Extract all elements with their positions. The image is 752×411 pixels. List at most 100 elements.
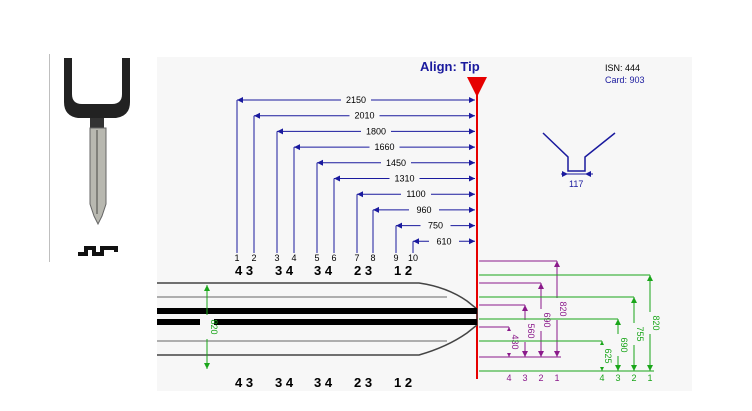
- depth-label-bg: [503, 331, 515, 353]
- depth-label-bg: [535, 309, 547, 331]
- spacing-label-bg: [369, 141, 400, 153]
- depth-arrow-top: [615, 319, 621, 325]
- spacing-index: 10: [408, 253, 418, 263]
- spacing-index: 4: [291, 253, 296, 263]
- cut-pair-top: 3 4: [314, 263, 333, 278]
- depth-arrow-bottom: [647, 365, 653, 371]
- depth-index: 3: [522, 373, 527, 383]
- spacing-arrow-right: [469, 206, 475, 213]
- cut-angle-value: 117: [569, 179, 583, 189]
- depth-arrow-top: [538, 283, 544, 289]
- spacing-value: 2150: [346, 95, 366, 105]
- spacing-arrow-right: [469, 175, 475, 182]
- spacing-value: 2010: [354, 111, 374, 121]
- depth-index: 2: [538, 373, 543, 383]
- spacing-index: 5: [314, 253, 319, 263]
- spacing-arrow-left: [334, 175, 340, 182]
- spacing-arrow-left: [357, 191, 363, 198]
- spacing-arrow-left: [317, 159, 323, 166]
- spacing-arrow-left: [373, 206, 379, 213]
- isn-label: ISN: 444: [605, 63, 640, 73]
- spacing-label-bg: [381, 156, 411, 168]
- cut-angle-diagram: 117: [542, 132, 616, 189]
- spacing-index: 3: [274, 253, 279, 263]
- spacing-arrow-left: [237, 97, 243, 103]
- key-shoulder: [90, 118, 104, 128]
- spacing-index: 2: [251, 253, 256, 263]
- depth-arrow-bottom: [631, 365, 637, 371]
- spacing-arrow-right: [469, 144, 475, 151]
- spacing-index: 1: [234, 253, 239, 263]
- spacing-arrow-right: [469, 191, 475, 198]
- depth-arrow-top: [631, 297, 637, 303]
- depth-label-bg: [519, 320, 531, 342]
- spacing-arrow-right: [469, 159, 475, 166]
- key-cut-diagram: Align: Tip ISN: 444 Card: 903 2150120102…: [157, 59, 661, 390]
- cut-pair-top: 4 3: [235, 263, 253, 278]
- blade-width-dimension: 820: [200, 285, 219, 369]
- spacing-arrow-right: [469, 238, 475, 245]
- spacing-arrow-right: [469, 97, 475, 103]
- spacing-value: 610: [436, 236, 451, 246]
- spacing-value: 1310: [394, 174, 414, 184]
- depth-value: 690: [619, 337, 629, 352]
- key-blank-panel: [49, 54, 145, 262]
- spacing-label-bg: [361, 125, 391, 137]
- depth-arrow-bottom: [522, 351, 528, 357]
- blade-profile: [157, 282, 478, 356]
- blade-width-value: 820: [209, 319, 219, 334]
- spacing-value: 960: [416, 205, 431, 215]
- depth-label-bg: [628, 323, 640, 345]
- cut-pair-bottom: 3 4: [275, 375, 294, 390]
- spacing-index: 6: [331, 253, 336, 263]
- spacing-arrow-right: [469, 128, 475, 135]
- key-blank-image: [64, 58, 130, 256]
- spacing-arrow-right: [469, 222, 475, 229]
- depth-value: 820: [651, 315, 661, 330]
- depth-value: 625: [603, 348, 613, 363]
- cut-pair-top: 2 3: [354, 263, 372, 278]
- depth-index: 3: [615, 373, 620, 383]
- spacing-dimensions: 2150120102180031660414505131061100796087…: [234, 94, 475, 263]
- depth-index: 1: [554, 373, 559, 383]
- depth-arrow-top: [554, 261, 560, 267]
- depth-index: 1: [647, 373, 652, 383]
- depth-arrow-top: [522, 305, 528, 311]
- depth-index: 4: [506, 373, 511, 383]
- depth-label-bg: [644, 312, 656, 334]
- spacing-index: 9: [393, 253, 398, 263]
- spacing-arrow-right: [469, 112, 475, 119]
- depth-label-bg: [596, 345, 608, 367]
- spacing-value: 1100: [406, 189, 425, 199]
- spacing-arrow-left: [277, 128, 283, 135]
- spacing-label-bg: [349, 109, 380, 121]
- spacing-arrow-left: [294, 144, 300, 151]
- key-blade: [89, 127, 107, 226]
- spacing-value: 1800: [366, 126, 386, 136]
- spacing-index: 7: [354, 253, 359, 263]
- spacing-index: 8: [370, 253, 375, 263]
- cut-pairs-top: 4 3 3 4 3 4 2 3 1 2: [235, 263, 412, 278]
- depth-value: 820: [558, 301, 568, 316]
- depth-value: 690: [542, 312, 552, 327]
- cut-pair-bottom: 1 2: [394, 375, 412, 390]
- spacing-value: 750: [428, 221, 443, 231]
- depth-value: 430: [510, 334, 520, 349]
- cut-pair-top: 3 4: [275, 263, 294, 278]
- spacing-arrow-left: [413, 238, 419, 245]
- profile-icon: [78, 246, 118, 256]
- spacing-label-bg: [409, 203, 439, 215]
- spacing-label-bg: [420, 219, 451, 231]
- cut-pairs-bottom: 4 3 3 4 3 4 2 3 1 2: [235, 375, 412, 390]
- depth-arrow-bottom: [554, 351, 560, 357]
- align-marker: [467, 77, 487, 97]
- spacing-label-bg: [341, 94, 371, 105]
- align-label: Align: Tip: [420, 59, 480, 74]
- spacing-value: 1660: [374, 142, 394, 152]
- cut-pair-bottom: 4 3: [235, 375, 253, 390]
- depth-arrow-top: [647, 275, 653, 281]
- depth-label-bg: [612, 334, 624, 356]
- depth-value: 560: [526, 323, 536, 338]
